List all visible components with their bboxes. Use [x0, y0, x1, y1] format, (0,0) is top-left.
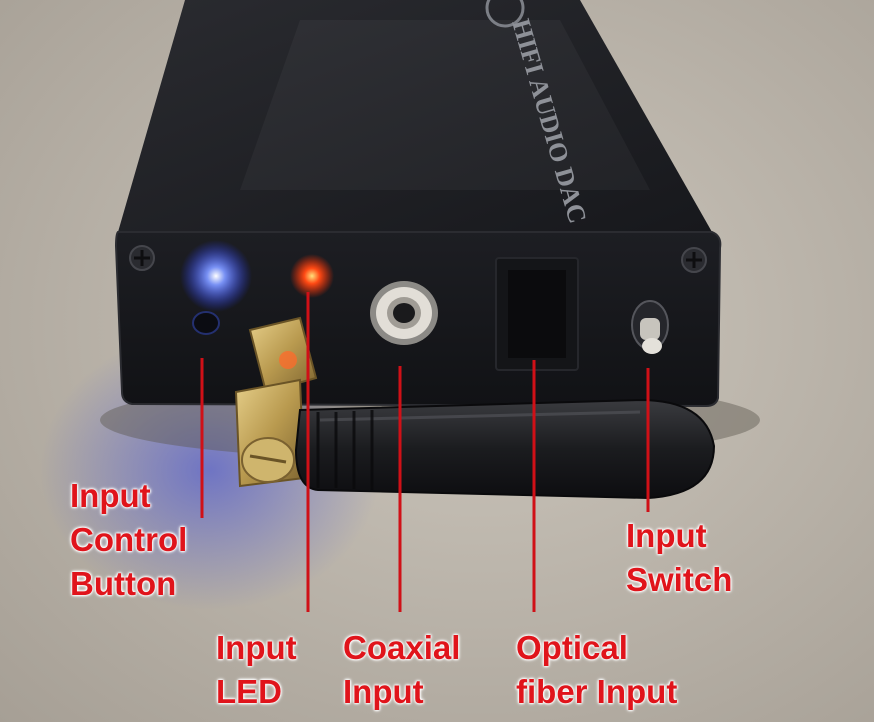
- antenna-connector: [234, 316, 318, 488]
- input-control-button: [192, 311, 220, 335]
- corner-screw-left: [129, 245, 155, 271]
- enclosure-top: [118, 0, 712, 232]
- input-led-light: [290, 254, 334, 298]
- label-coaxial-input: Coaxial Input: [343, 629, 461, 710]
- coaxial-rca-jack: [370, 281, 438, 345]
- label-input-switch: Input Switch: [626, 517, 733, 598]
- optical-toslink-port: [495, 257, 579, 371]
- label-input-control-button: Input Control Button: [70, 477, 188, 602]
- corner-screw-right: [681, 247, 707, 273]
- label-input-led: Input LED: [216, 629, 297, 710]
- blue-power-led: [180, 240, 252, 312]
- label-optical-fiber-input: Optical fiber Input: [516, 629, 678, 710]
- input-toggle-switch: [631, 300, 669, 354]
- brand-logo: [485, 0, 525, 28]
